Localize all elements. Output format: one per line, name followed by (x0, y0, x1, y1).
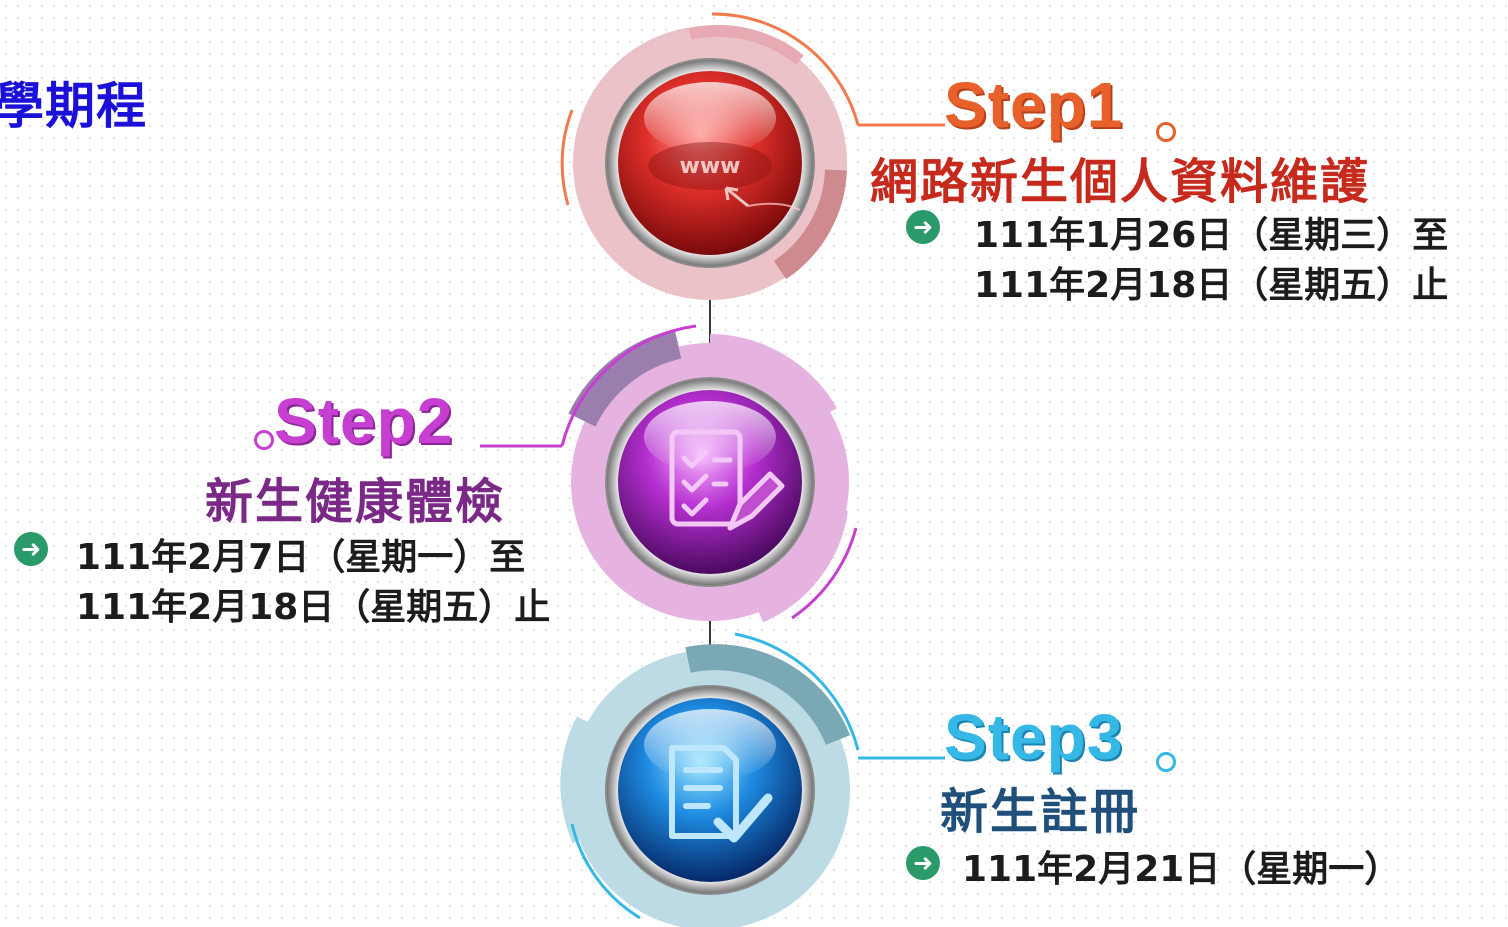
step3-label: Step3 (944, 701, 1124, 773)
step1-dot (1156, 122, 1176, 142)
checklist-edit-icon (669, 429, 785, 531)
step1-date-end: 111年2月18日（星期五）止 (974, 265, 1449, 306)
step2-dot (254, 430, 274, 450)
arrow-circle-icon: ➜ (906, 846, 940, 880)
step2-date-start: 111年2月7日（星期一）至 (76, 537, 526, 578)
step3-date: 111年2月21日（星期一） (962, 849, 1401, 890)
step1-title: 網路新生個人資料維護 (870, 154, 1371, 210)
step1-date-start: 111年1月26日（星期三）至 (974, 215, 1449, 256)
page-title: 學期程 (0, 77, 147, 135)
arrow-circle-icon: ➜ (906, 210, 940, 244)
step2-date-end: 111年2月18日（星期五）止 (76, 587, 551, 628)
arrow-circle-icon: ➜ (14, 532, 48, 566)
step1-rings (560, 12, 945, 300)
step2-rings (480, 324, 858, 623)
step2-title: 新生健康體檢 (205, 474, 506, 530)
document-check-icon (669, 745, 773, 843)
www-icon-text: www (680, 154, 741, 179)
step3-rings (560, 632, 945, 927)
step1-label: Step1 (944, 69, 1124, 141)
step3-title: 新生註冊 (940, 784, 1141, 840)
www-globe-icon: www (648, 142, 801, 211)
step2-label: Step2 (274, 385, 454, 457)
step3-dot (1156, 752, 1176, 772)
